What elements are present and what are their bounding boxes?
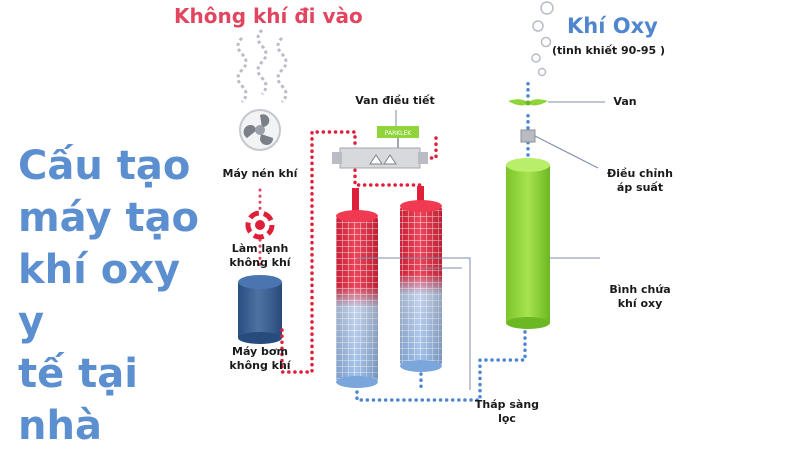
oxygen-tank-label: Bình chứa khí oxy — [590, 283, 690, 311]
cooling-label-line-2: không khí — [229, 256, 291, 269]
page-title: Cấu tạo máy tạo khí oxy y tế tại nhà — [18, 140, 218, 452]
sieve-tower-1 — [336, 210, 378, 388]
cooling-label-line-1: Làm lạnh — [231, 242, 289, 255]
valve-to-towers-pipe — [353, 156, 422, 202]
pressure-regulator — [520, 129, 536, 143]
incoming-air-waves — [236, 28, 288, 104]
leader-lines — [357, 101, 605, 390]
compressor-label-line-1: Máy nén khí — [222, 167, 298, 180]
page-title-line-3: khí oxy y — [18, 247, 181, 345]
oxygen-title: Khí Oxy — [567, 14, 658, 38]
page-title-line-2: máy tạo — [18, 195, 200, 241]
sieve-towers-label-line-2: lọc — [498, 412, 516, 425]
pressure-regulator-label-line-2: áp suất — [616, 181, 664, 194]
page-title-line-4: tế tại nhà — [18, 351, 138, 449]
sieve-tower-2 — [400, 200, 442, 372]
oxygen-tank — [506, 158, 550, 329]
oxygen-tank-label-line-2: khí oxy — [617, 297, 663, 310]
pressure-regulator-label: Điều chỉnh áp suất — [590, 167, 690, 195]
oxygen-purity: (tinh khiết 90-95 ) — [552, 44, 666, 57]
valve-icon — [508, 99, 548, 106]
valve-label: Van — [600, 95, 650, 109]
air-pump-label-line-1: Máy bơm — [232, 345, 288, 358]
control-valve-label-line-1: Van điều tiết — [355, 94, 435, 107]
sieve-towers-label-line-1: Tháp sàng — [474, 398, 540, 411]
oxygen-bubbles — [531, 1, 554, 77]
cooling-label: Làm lạnh không khí — [205, 242, 315, 270]
valve-brand-text: PARKLEK — [385, 130, 413, 137]
control-valve-label: Van điều tiết — [330, 94, 460, 108]
sieve-towers-label: Tháp sàng lọc — [462, 398, 552, 426]
pressure-regulator-label-line-1: Điều chỉnh — [607, 167, 673, 180]
oxygen-tank-label-line-1: Bình chứa — [609, 283, 671, 296]
fan-icon — [239, 109, 281, 151]
air-pump — [238, 275, 282, 344]
cooling-icon — [245, 210, 275, 240]
oxygen-outlet-pipe — [355, 328, 527, 402]
air-pump-label: Máy bơm không khí — [205, 345, 315, 373]
oxygen-concentrator-diagram: PARKLEK — [236, 1, 605, 402]
air-intake-title: Không khí đi vào — [174, 4, 363, 28]
compressor-label: Máy nén khí — [205, 167, 315, 181]
air-pump-label-line-2: không khí — [229, 359, 291, 372]
valve-label-line-1: Van — [613, 95, 637, 108]
tower-inlet-pipes — [352, 186, 424, 218]
page-title-line-1: Cấu tạo — [18, 143, 191, 189]
control-valve: PARKLEK — [332, 126, 428, 169]
